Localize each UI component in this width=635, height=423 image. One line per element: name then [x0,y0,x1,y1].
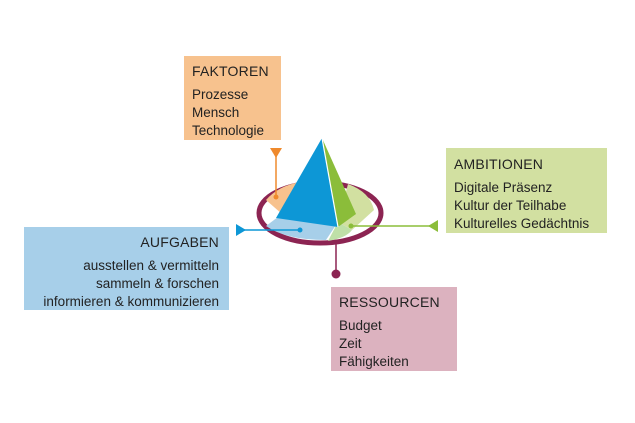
ambitionen-item: Kultur der Teilhabe [454,198,567,213]
faktoren-item: Technologie [192,123,265,138]
aufgaben-dot [297,227,303,233]
ressourcen-box: RESSOURCEN Budget Zeit Fähigkeiten [331,287,457,371]
aufgaben-item: sammeln & forschen [95,276,219,291]
aufgaben-box: AUFGABEN ausstellen & vermitteln sammeln… [24,227,229,310]
ambitionen-dot [348,223,354,229]
aufgaben-item: ausstellen & vermitteln [83,258,219,273]
ressourcen-title: RESSOURCEN [339,294,440,310]
faktoren-item: Mensch [192,105,240,120]
ambitionen-item: Digitale Präsenz [454,180,553,195]
ambitionen-arrow-icon [428,220,438,232]
faktoren-arrow-icon [270,148,282,158]
faktoren-item: Prozesse [192,87,249,102]
faktoren-box: FAKTOREN Prozesse Mensch Technologie [184,56,281,140]
ressourcen-item: Fähigkeiten [339,354,409,369]
base-segment-faktoren [266,182,300,214]
ambitionen-title: AMBITIONEN [454,156,544,172]
ambitionen-box: AMBITIONEN Digitale Präsenz Kultur der T… [446,148,607,233]
faktoren-title: FAKTOREN [192,63,269,79]
base-segment-ressourcen [328,222,352,241]
ressourcen-item: Zeit [339,336,362,351]
ambitionen-item: Kulturelles Gedächtnis [454,216,590,231]
aufgaben-arrow-icon [236,224,246,236]
pyramid-face-blue [276,138,338,227]
pyramid-face-green [322,138,356,227]
ressourcen-item: Budget [339,318,382,333]
aufgaben-item: informieren & kommunizieren [43,294,219,309]
faktoren-dot [273,194,279,200]
aufgaben-title: AUFGABEN [140,234,219,250]
pyramid-edge [321,137,339,228]
ressourcen-dot-icon [331,269,341,279]
